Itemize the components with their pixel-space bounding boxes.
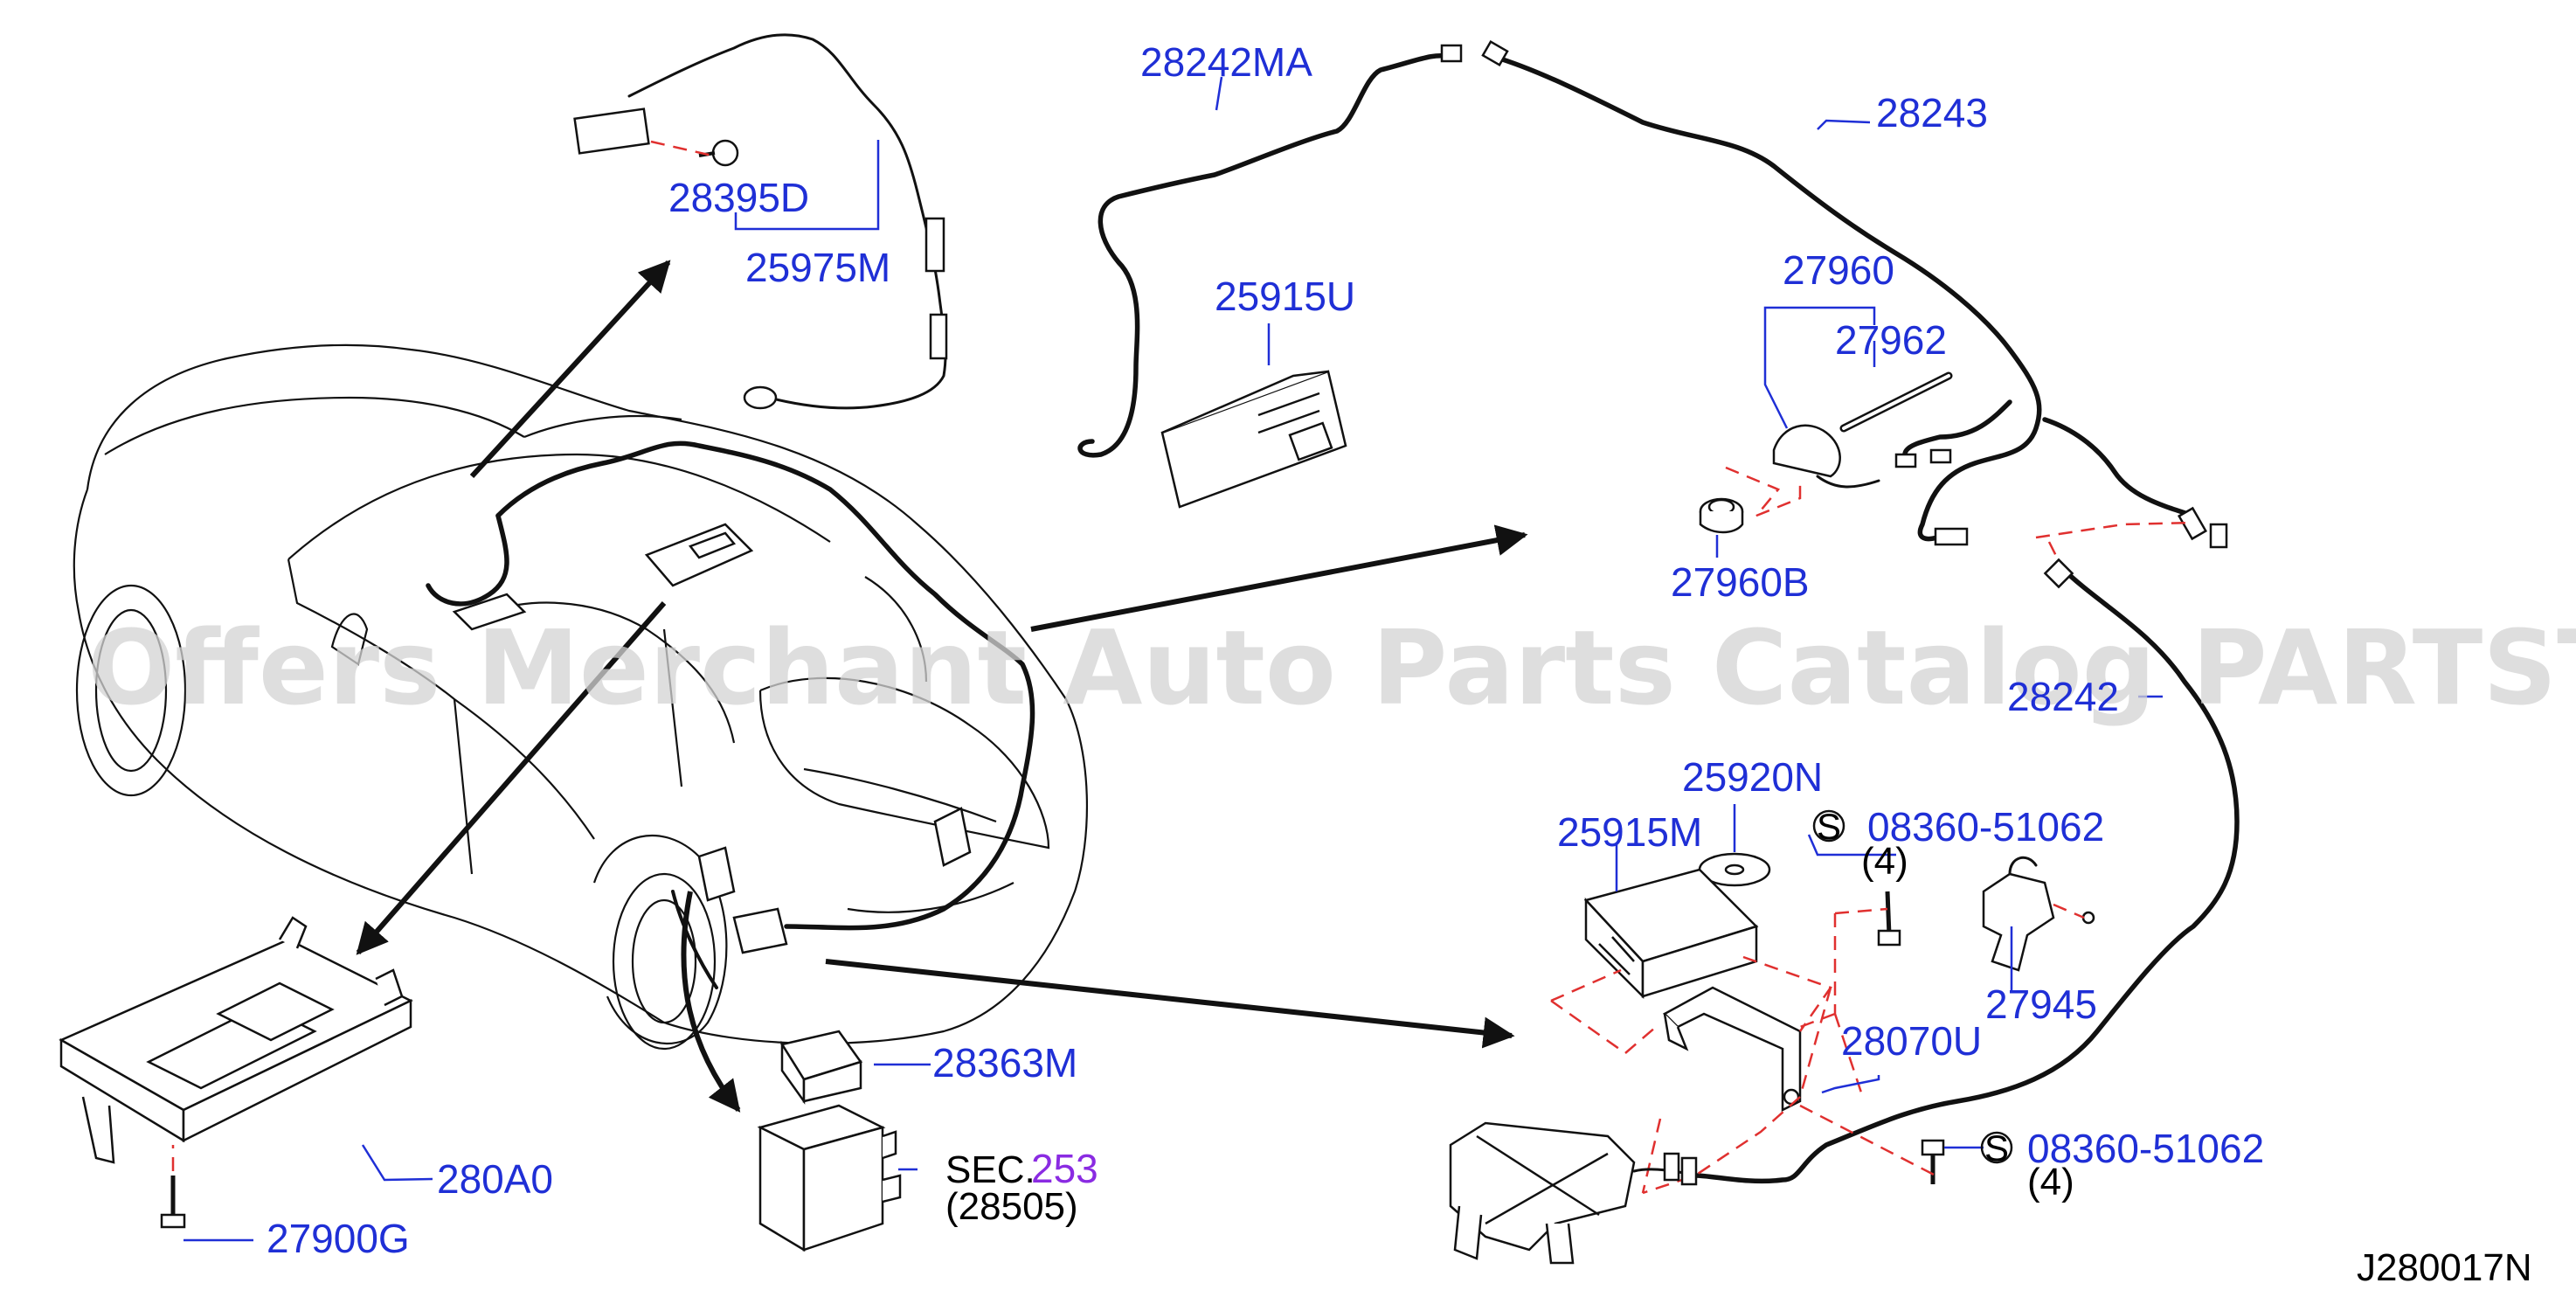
arrow-to-receiver — [825, 959, 1515, 1049]
interior-module — [452, 593, 527, 631]
bolt-27900g — [160, 1176, 186, 1229]
roof-harness — [495, 440, 1035, 931]
label-25975m: 25975M — [745, 245, 890, 290]
roof-harness-branch — [426, 513, 509, 607]
mounting-bracket — [1449, 1121, 1636, 1265]
label-25915m: 25915M — [1557, 809, 1702, 855]
leader-lines — [184, 76, 2163, 1242]
label-27900g: 27900G — [267, 1216, 410, 1261]
label-28242: 28242 — [2007, 674, 2119, 719]
dash-28242-link — [2035, 521, 2194, 539]
label-28243: 28243 — [1876, 90, 1988, 135]
side-module — [697, 846, 788, 954]
label-08360-a: 08360-51062 — [1867, 804, 2104, 850]
module-280a0 — [59, 916, 413, 1164]
label-27960b: 27960B — [1671, 559, 1810, 605]
label-25920n: 25920N — [1682, 754, 1823, 800]
s-symbol-b: S — [1980, 1127, 2013, 1169]
dash-receiver — [1550, 907, 1936, 1195]
watermark-text: Offers Merchant Auto Parts Catalog PARTS… — [87, 607, 2576, 728]
label-28395d: 28395D — [668, 175, 809, 220]
diagram-code: J280017N — [2357, 1246, 2532, 1289]
arrow-to-control-unit — [356, 601, 667, 955]
label-27962: 27962 — [1835, 317, 1947, 363]
unit-25915u — [1160, 370, 1347, 509]
arrow-to-antenna — [1030, 524, 1528, 632]
label-280a0: 280A0 — [437, 1156, 553, 1202]
bracket-27945 — [1982, 856, 2095, 972]
receiver-25915m — [1583, 868, 1759, 1000]
rear-bracket-module — [933, 807, 972, 867]
label-28242ma: 28242MA — [1140, 39, 1312, 85]
label-qty-a: (4) — [1861, 840, 1908, 883]
grommet-27960b — [1699, 497, 1744, 534]
arrow-to-relay — [681, 891, 741, 1113]
label-sec-253[interactable]: 253 — [1031, 1146, 1098, 1191]
label-qty-b: (4) — [2027, 1161, 2074, 1203]
relay-28363m — [780, 1030, 863, 1105]
label-25915u: 25915U — [1215, 274, 1355, 319]
harness-25975m — [573, 33, 948, 410]
roof-module — [644, 523, 754, 587]
label-27945: 27945 — [1985, 981, 2097, 1027]
s-symbol-a: S — [1812, 806, 1845, 847]
harness-28242 — [1693, 565, 2240, 1184]
label-08360-b: 08360-51062 — [2027, 1126, 2264, 1171]
harness-28243 — [1492, 54, 2196, 542]
bracket-28070u — [1662, 986, 1802, 1113]
harness-28242ma — [1077, 52, 1453, 458]
antenna-27960 — [1772, 371, 1953, 489]
svg-text:S: S — [1817, 806, 1841, 847]
vehicle-outline — [73, 343, 1089, 1051]
label-28070u: 28070U — [1841, 1018, 1982, 1064]
label-sec-28505: (28505) — [945, 1185, 1078, 1228]
label-27960: 27960 — [1783, 247, 1894, 293]
bolt-08360-a — [1877, 891, 1901, 947]
control-unit-28505 — [757, 1104, 902, 1252]
label-28363m: 28363M — [932, 1040, 1077, 1085]
svg-text:S: S — [1984, 1127, 2009, 1169]
arrow-to-top-harness — [469, 260, 671, 479]
label-sec-prefix: SEC. — [945, 1148, 1035, 1191]
lower-harness — [671, 890, 718, 989]
bolt-08360-b — [1921, 1139, 1945, 1184]
